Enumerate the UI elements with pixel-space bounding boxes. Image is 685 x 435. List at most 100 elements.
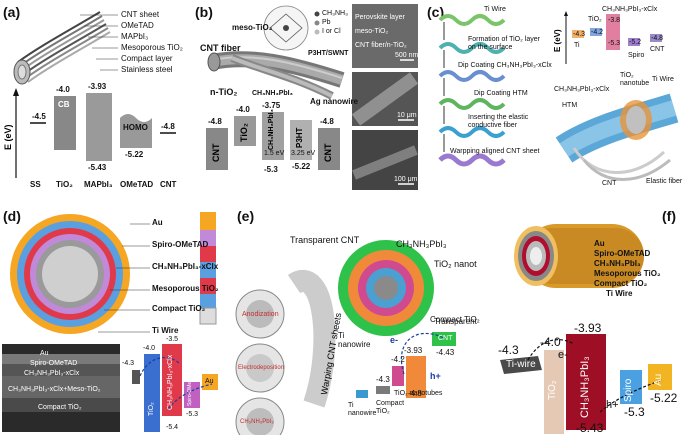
- c-tio2-val: -4.2: [591, 29, 604, 36]
- f-layer-au: Au: [594, 239, 605, 248]
- e-electron: e-: [390, 335, 399, 345]
- xtick-ometad: OMeTAD: [120, 180, 154, 189]
- d-layer-au: Au: [152, 218, 163, 227]
- cb-label: CB: [58, 100, 70, 109]
- f-layer-spiro: Spiro-OMeTAD: [594, 249, 651, 258]
- layer-cnt-sheet: CNT sheet: [121, 10, 160, 19]
- e-hole: h+: [430, 371, 441, 381]
- legend-label-a: CH₃NH₃: [322, 10, 348, 17]
- layer-ometad: OMeTAD: [121, 21, 154, 30]
- d-tio2-val: -4.0: [143, 345, 156, 352]
- f-electron: e-: [558, 349, 568, 361]
- f-ti-label: Ti-wire: [506, 359, 536, 370]
- layer-compact: Compact layer: [121, 54, 173, 63]
- step-dip-pero: Dip Coating CH₃NH₃PbI₃-xClx: [458, 62, 552, 69]
- panel-d-graphic: [2, 212, 218, 432]
- legend-label-b: Pb: [322, 19, 331, 26]
- xtick-tio2: TiO₂: [56, 180, 73, 189]
- f-hole: h+: [606, 399, 619, 411]
- e-pero-top: -3.93: [404, 346, 423, 355]
- fiber-stack: [13, 11, 111, 85]
- c-device-cnt: CNT: [602, 180, 617, 187]
- bar-label-p3ht: P3HT: [295, 127, 304, 148]
- c-spiro-label: Spiro: [628, 52, 645, 59]
- c-pero-label: CH₃NH₃PbI₃-xClx: [602, 6, 658, 13]
- f-au-label: Au: [653, 373, 664, 386]
- bar-bottom-p3ht: -5.22: [292, 162, 311, 171]
- panel-b-energy: [206, 112, 340, 170]
- f-tio2-top: -4.0: [540, 335, 561, 349]
- gap-pero: 1.5 eV: [264, 150, 285, 157]
- d-layer-ti: Ti Wire: [152, 326, 179, 335]
- panel-a-axis-label: E (eV): [3, 124, 13, 150]
- panel-b-graphic: [206, 4, 419, 190]
- sem-top-scale: 500 nm: [395, 52, 419, 59]
- e-compact: Compact TiO₂: [430, 315, 480, 324]
- d-layer-compact: Compact TiO₂: [152, 304, 206, 313]
- e-pero: CH₃NH₃PbI₃: [396, 239, 447, 249]
- panel-e-process: [235, 289, 285, 435]
- d-au-label: Au: [205, 378, 214, 385]
- mapbi3-block: [86, 93, 112, 161]
- e-pbi: CH₃NH₃PbI₃: [240, 419, 274, 425]
- bar-value-cnt-right: -4.8: [320, 117, 334, 126]
- f-pero-top: -3.93: [574, 321, 602, 335]
- panel-c: (c): [424, 0, 685, 200]
- c-pero-bottom: -5.3: [608, 40, 621, 47]
- bar-label-tio2: TiO₂: [239, 123, 249, 142]
- panel-d-label: (d): [3, 208, 21, 224]
- panel-a: (a): [0, 0, 190, 200]
- panel-e-cross-section: [338, 240, 434, 336]
- d-ti-val: -4.3: [122, 360, 135, 367]
- sem-line-1: Perovskite layer: [355, 14, 405, 21]
- f-layer-ti: Ti Wire: [606, 289, 633, 298]
- cnt-value: -4.8: [161, 122, 175, 131]
- panel-f-label: (f): [662, 208, 676, 224]
- xtick-ss: SS: [30, 180, 41, 189]
- legend-dot-c: [314, 29, 320, 35]
- bar-value-tio2: -4.0: [236, 105, 250, 114]
- c-device-elastic: Elastic fiber: [646, 178, 683, 185]
- f-layer-compact: Compact TiO₂: [594, 279, 648, 288]
- sem-top: [352, 4, 418, 68]
- d-layer-meso: Mesoporous TiO₂: [152, 284, 219, 293]
- mapbi3-bottom-value: -5.43: [88, 163, 107, 172]
- bar-label-pero: CH₃NH₃PbI₃: [268, 109, 275, 150]
- e-tio2-nanotubes: TiO₂ nanot: [434, 259, 477, 269]
- e-ti-nanowire: Ti nanowire: [338, 331, 371, 349]
- c-spiro-val: -5.2: [629, 39, 642, 46]
- f-spiro-label: Spiro: [623, 378, 634, 402]
- bar-value-pero: -3.75: [262, 101, 281, 110]
- f-spiro-val: -5.3: [624, 405, 645, 419]
- panel-c-device: [555, 93, 679, 181]
- d-pero-top: -3.5: [166, 336, 179, 343]
- panel-e-energy: [356, 332, 456, 398]
- f-layer-pero: CH₃NH₃PbI₃: [594, 259, 641, 268]
- step-formation: Formation of TiO₂ layer on the surface: [468, 36, 540, 51]
- step-dip-htm: Dip Coating HTM: [474, 90, 528, 97]
- f-tio2-label: TiO₂: [547, 380, 558, 400]
- panel-d-cross-section: [10, 214, 130, 334]
- e-transparent-label: Transparent: [434, 317, 477, 326]
- panel-f-fiber: [514, 224, 644, 288]
- panel-e: (e) Transparent CN: [234, 204, 492, 435]
- d-layer-spiro: Spiro-OMeTAD: [152, 240, 209, 249]
- e-spiro-val: -4.8: [408, 389, 422, 398]
- step-warpping: Warpping aligned CNT sheet: [450, 148, 540, 155]
- panel-c-label: (c): [427, 4, 445, 20]
- c-device-ti: Ti Wire: [652, 76, 674, 83]
- d-sem-meso: CH₃NH₃PbI₃-xClx+Meso-TiO₂: [8, 386, 101, 393]
- panel-e-label: (e): [237, 208, 255, 224]
- step-ti-wire: Ti Wire: [484, 6, 506, 13]
- cnt-fiber-bundle: [207, 51, 345, 100]
- step-inserting: Inserting the elastic conductive fiber: [468, 114, 529, 129]
- panel-f: (f) Au Spiro-OMeTAD CH₃NH₃PbI₃ Mesoporou…: [494, 204, 685, 435]
- gap-p3ht: 3.25 eV: [291, 150, 316, 157]
- panel-a-graphic: [13, 11, 176, 178]
- sem-line-2: meso-TiO₂: [355, 28, 389, 35]
- panel-e-graphic: [235, 240, 456, 435]
- e-cnt-label: CNT: [438, 335, 453, 342]
- panel-b: (b) m: [192, 0, 422, 200]
- panel-c-graphic: [438, 11, 679, 181]
- panel-c-axis-label: E (eV): [553, 29, 562, 52]
